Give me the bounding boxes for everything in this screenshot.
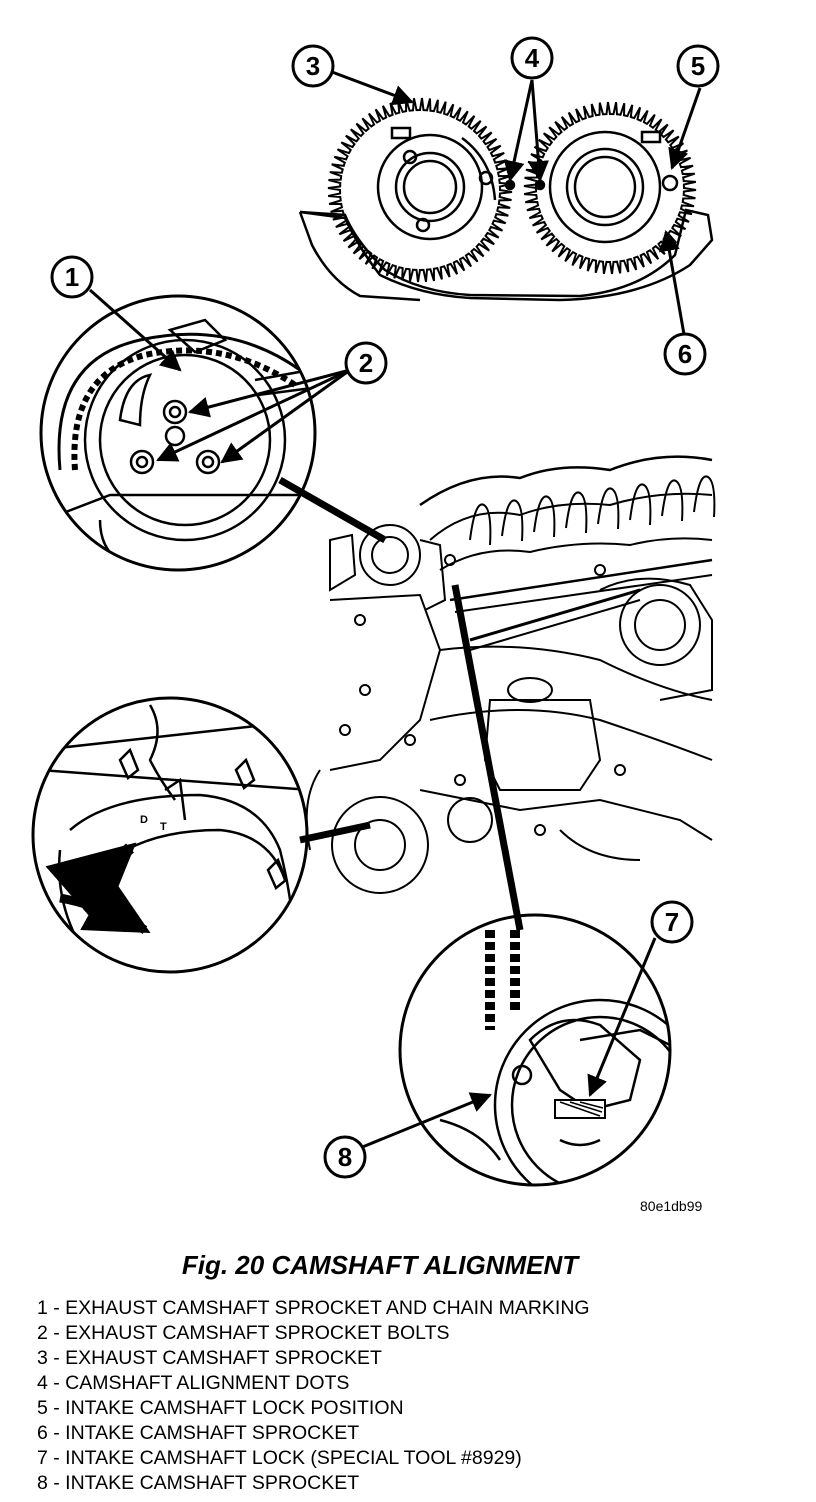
legend-item-4: 4 - CAMSHAFT ALIGNMENT DOTS (37, 1372, 350, 1394)
callout-4: 4 (510, 36, 554, 80)
detail-circle-damper: D T (31, 696, 309, 974)
rotation-arrow-curve (59, 874, 151, 934)
callout-5: 5 (676, 44, 720, 88)
callout-1: 1 (50, 255, 94, 299)
svg-text:1: 1 (65, 262, 79, 292)
legend-item-6: 6 - INTAKE CAMSHAFT SPROCKET (37, 1422, 360, 1444)
legend-item-8: 8 - INTAKE CAMSHAFT SPROCKET (37, 1472, 360, 1494)
legend-item-5: 5 - INTAKE CAMSHAFT LOCK POSITION (37, 1397, 404, 1419)
callout-8: 8 (323, 1135, 367, 1179)
svg-text:7: 7 (665, 907, 679, 937)
engine-body (305, 455, 716, 894)
rotation-arrow-up (45, 842, 137, 930)
legend-list: 1 - EXHAUST CAMSHAFT SPROCKET AND CHAIN … (37, 1296, 590, 1496)
detail-circle-exhaust-border (39, 294, 317, 572)
intake-hub-outer (548, 130, 662, 244)
callout-leaders (89, 70, 702, 1150)
svg-text:3: 3 (306, 51, 320, 81)
detail-connectors (278, 476, 524, 931)
detail-circle-intake-lock (398, 913, 672, 1187)
detail-circle-exhaust (39, 294, 317, 572)
callout-7: 7 (650, 900, 694, 944)
damper-letter-d: D (140, 814, 148, 826)
svg-text:6: 6 (678, 339, 692, 369)
callout-6: 6 (663, 332, 707, 376)
exhaust-hub-outer (376, 133, 484, 241)
legend-item-1: 1 - EXHAUST CAMSHAFT SPROCKET AND CHAIN … (37, 1297, 590, 1319)
damper-letter-t: T (160, 821, 167, 833)
intake-hub-inner (565, 147, 645, 227)
svg-text:5: 5 (691, 51, 705, 81)
alignment-dot-right (534, 179, 546, 191)
camshaft-alignment-illustration: D T (31, 36, 720, 1187)
figure-code: 80e1db99 (640, 1198, 703, 1214)
exhaust-hub-inner (394, 151, 466, 223)
exhaust-sprocket-gear (327, 97, 513, 283)
svg-text:4: 4 (525, 43, 540, 73)
callout-2: 2 (344, 341, 388, 385)
callout-3: 3 (291, 44, 335, 88)
legend-item-3: 3 - EXHAUST CAMSHAFT SPROCKET (37, 1347, 382, 1369)
svg-text:2: 2 (359, 348, 373, 378)
figure-title: Fig. 20 CAMSHAFT ALIGNMENT (181, 1250, 579, 1280)
svg-text:8: 8 (338, 1142, 352, 1172)
top-sprocket-assembly (298, 97, 714, 302)
legend-item-7: 7 - INTAKE CAMSHAFT LOCK (SPECIAL TOOL #… (37, 1447, 522, 1469)
alignment-dot-left (504, 179, 516, 191)
detail-circle-intake-lock-border (398, 913, 672, 1187)
legend-item-2: 2 - EXHAUST CAMSHAFT SPROCKET BOLTS (37, 1322, 450, 1344)
